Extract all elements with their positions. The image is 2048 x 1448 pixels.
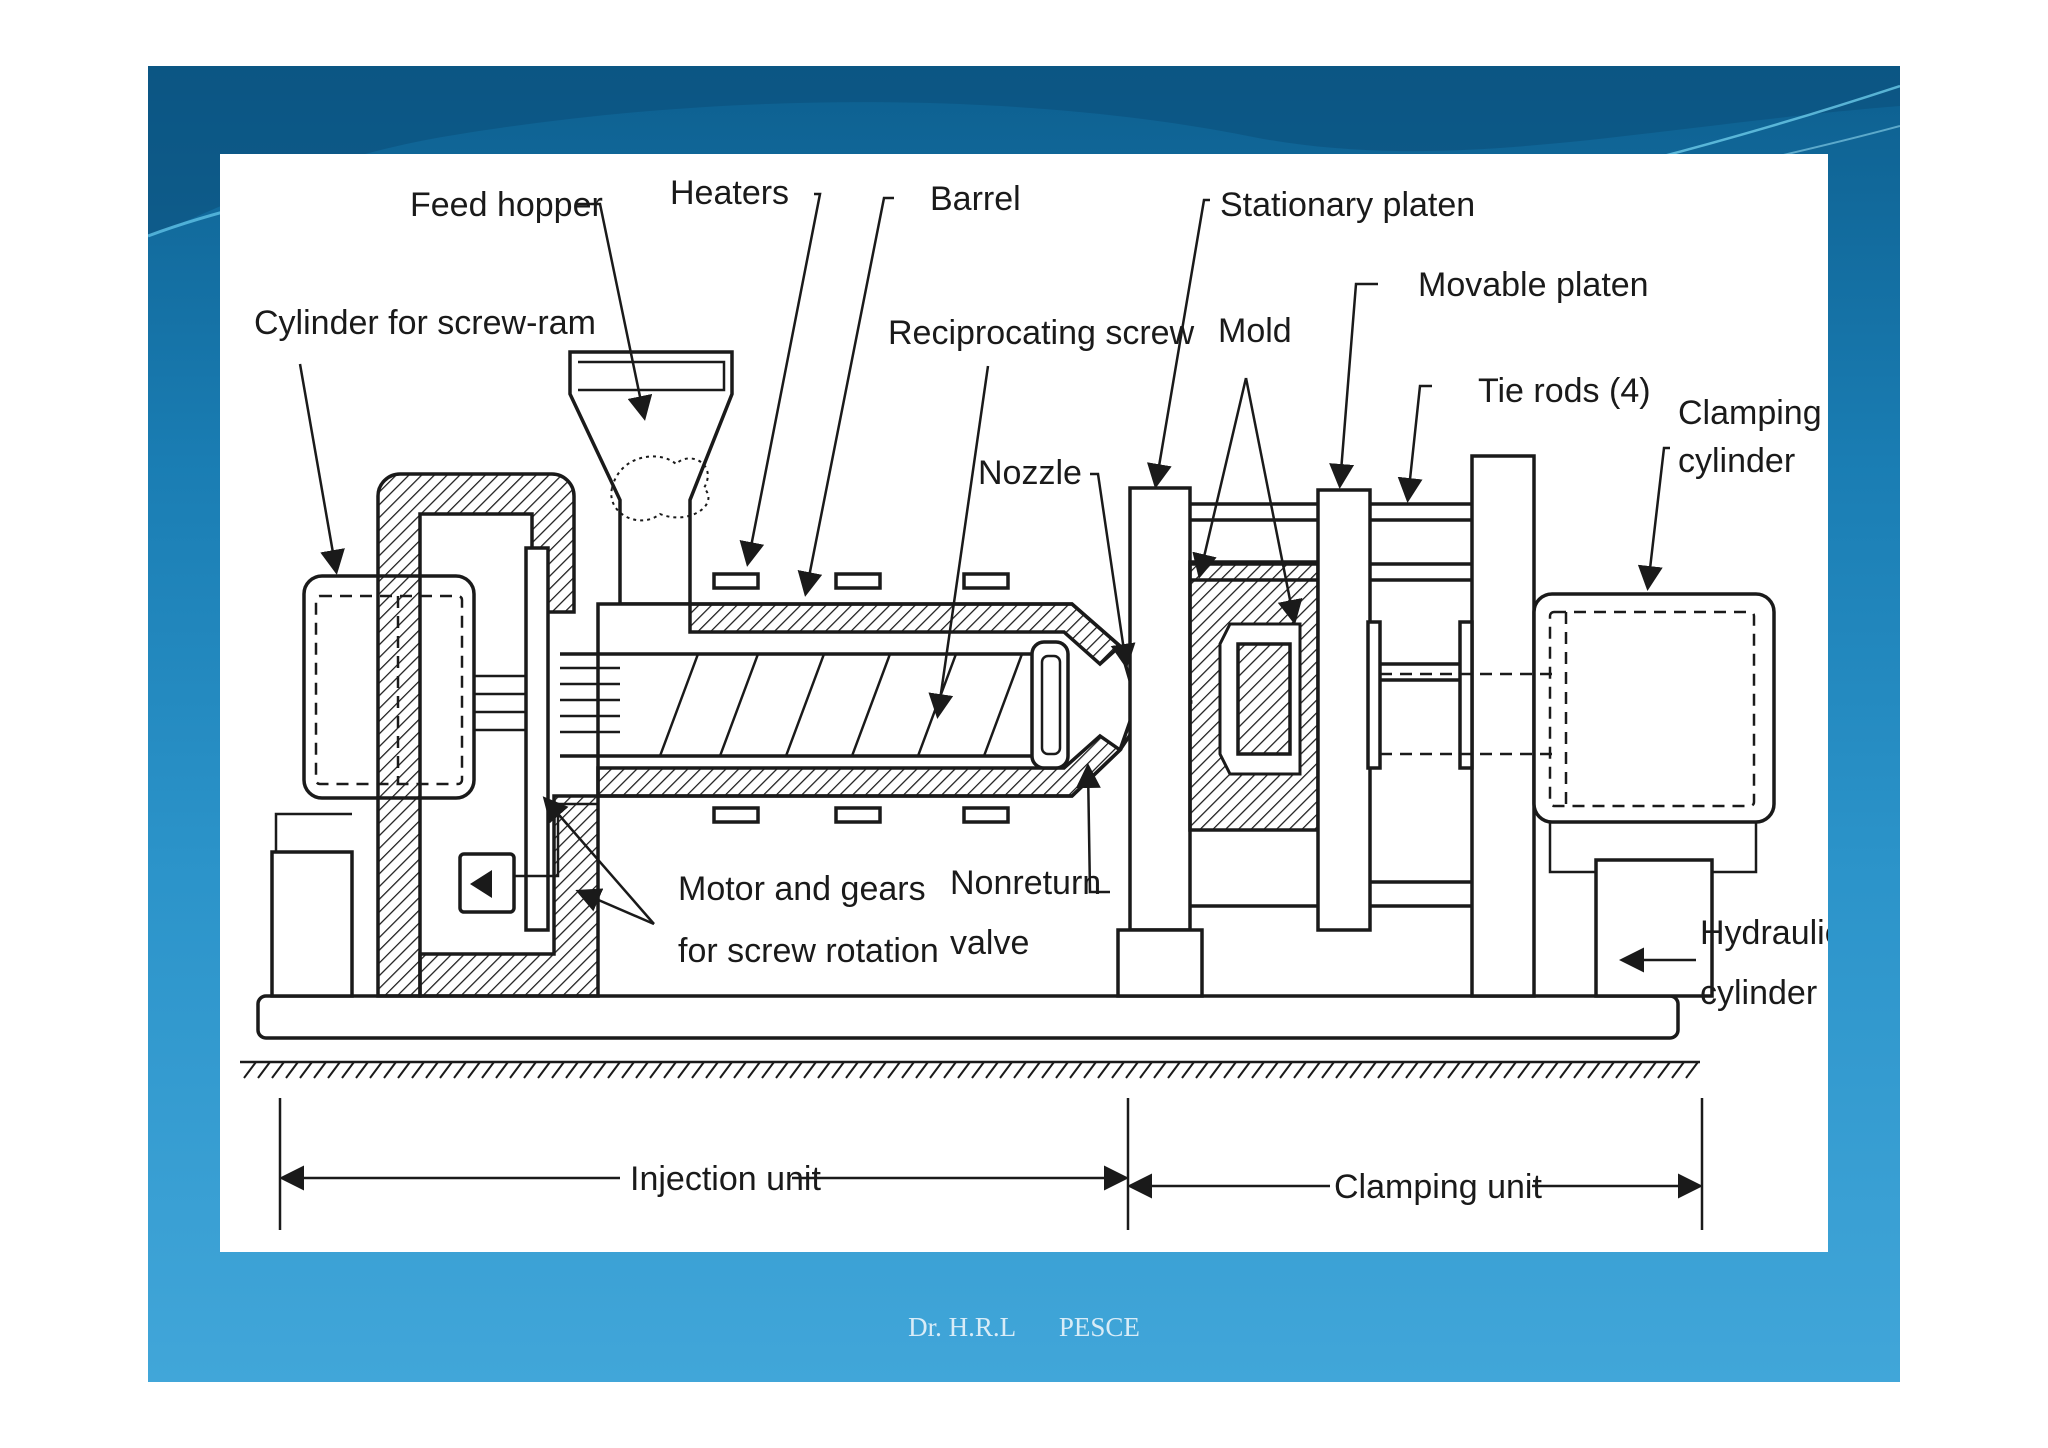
label-clamping-unit: Clamping unit	[1334, 1168, 1542, 1206]
movable-platen	[1316, 488, 1372, 932]
leader-lines	[298, 192, 1696, 973]
feed-hopper	[568, 350, 734, 606]
label-mold: Mold	[1218, 312, 1292, 350]
mold	[1188, 560, 1320, 832]
screw-ram-cylinder	[274, 574, 476, 852]
machine-base	[240, 994, 1700, 1079]
label-nonreturn-line1: Nonreturn	[950, 864, 1101, 902]
diagram-panel: Feed hopper Heaters Barrel Stationary pl…	[220, 154, 1828, 1252]
label-nozzle: Nozzle	[978, 454, 1082, 492]
label-stationary-platen: Stationary platen	[1220, 186, 1475, 224]
slide: Feed hopper Heaters Barrel Stationary pl…	[148, 66, 1900, 1382]
clamping-cylinder	[1366, 454, 1776, 998]
label-clamping-cylinder-line2: cylinder	[1678, 442, 1795, 480]
label-feed-hopper: Feed hopper	[410, 186, 603, 224]
label-movable-platen: Movable platen	[1418, 266, 1649, 304]
label-heaters: Heaters	[670, 174, 789, 212]
dimension-lines	[278, 1098, 1704, 1230]
label-motor-gears-line2: for screw rotation	[678, 932, 939, 970]
hydraulic-cylinder-box	[1594, 858, 1714, 998]
motor-gears	[458, 546, 598, 932]
label-reciprocating-screw: Reciprocating screw	[888, 314, 1195, 352]
injection-frame	[376, 472, 600, 998]
label-clamping-cylinder-line1: Clamping	[1678, 394, 1822, 432]
reciprocating-screw	[560, 640, 1070, 770]
label-cylinder-screw-ram: Cylinder for screw-ram	[254, 304, 596, 342]
label-hydraulic-cylinder-line1: Hydraulic	[1700, 914, 1828, 952]
label-barrel: Barrel	[930, 180, 1021, 218]
label-tie-rods: Tie rods (4)	[1478, 372, 1651, 410]
label-nonreturn-line2: valve	[950, 924, 1029, 962]
slide-footer: Dr. H.R.L PESCE	[148, 1312, 1900, 1343]
stationary-platen	[1116, 486, 1204, 998]
label-motor-gears-line1: Motor and gears	[678, 870, 926, 908]
label-injection-unit: Injection unit	[630, 1160, 821, 1198]
footer-institution: PESCE	[1058, 1312, 1140, 1342]
label-hydraulic-cylinder-line2: cylinder	[1700, 974, 1817, 1012]
barrel	[596, 572, 1134, 824]
injection-molding-machine-diagram: Feed hopper Heaters Barrel Stationary pl…	[240, 174, 1828, 1230]
footer-author: Dr. H.R.L	[908, 1312, 1017, 1342]
hydraulic-pump-box	[270, 850, 354, 998]
